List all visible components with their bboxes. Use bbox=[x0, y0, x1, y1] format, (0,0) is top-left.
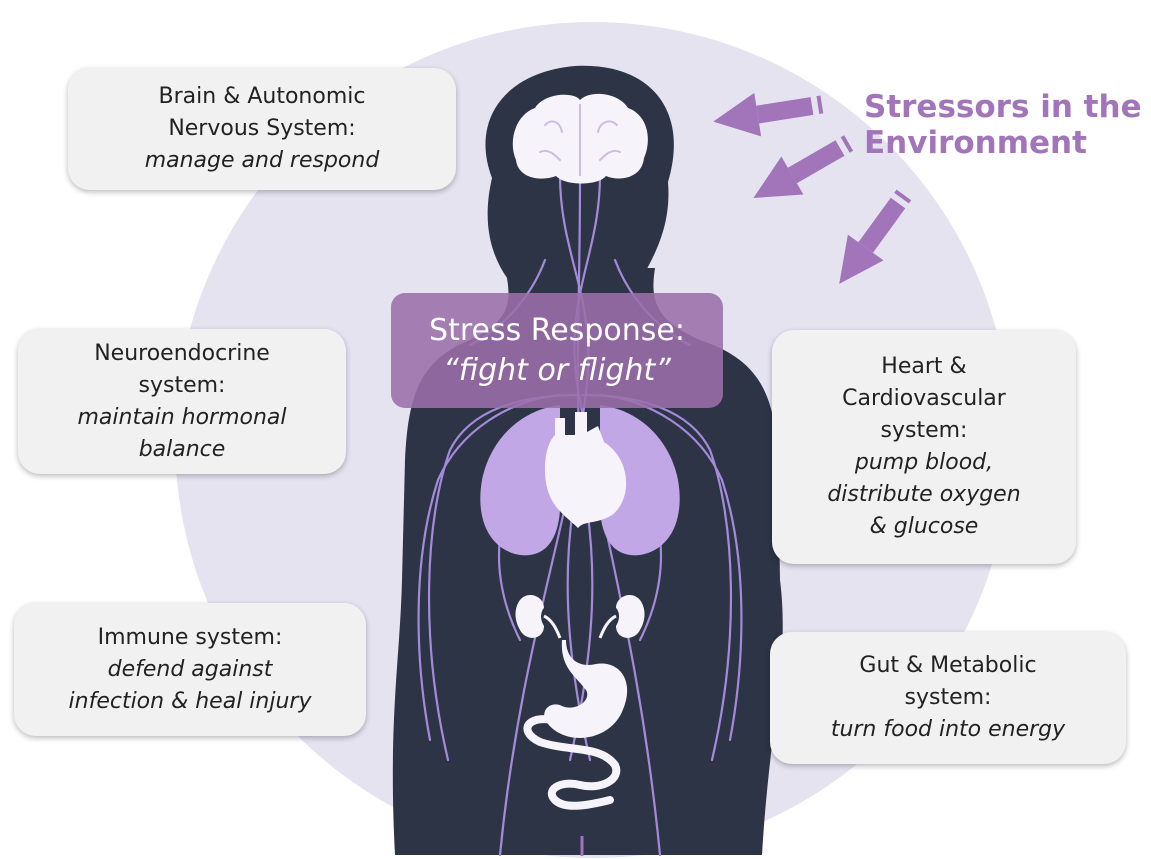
neuro-title-line-2: system: bbox=[139, 370, 226, 402]
gut-function: turn food into energy bbox=[831, 714, 1065, 746]
gut-title-line-2: system: bbox=[905, 682, 992, 714]
brain-nervous-system-box: Brain & Autonomic Nervous System: manage… bbox=[68, 68, 456, 190]
heart-function-line-2: distribute oxygen bbox=[827, 479, 1020, 511]
stress-response-title: Stress Response: bbox=[429, 311, 685, 351]
brain-title-line-2: Nervous System: bbox=[168, 113, 355, 145]
immune-title: Immune system: bbox=[98, 622, 283, 654]
stressors-label: Stressors in the Environment bbox=[864, 89, 1151, 161]
heart-title-line-1: Heart & bbox=[881, 351, 966, 383]
heart-title-line-3: system: bbox=[881, 415, 968, 447]
immune-system-box: Immune system: defend against infection … bbox=[14, 603, 366, 736]
brain-title-line-1: Brain & Autonomic bbox=[159, 81, 366, 113]
heart-function-line-3: & glucose bbox=[870, 511, 979, 543]
stressors-line-2: Environment bbox=[864, 125, 1151, 161]
brain-function: manage and respond bbox=[145, 145, 380, 177]
heart-function-line-1: pump blood, bbox=[855, 447, 993, 479]
neuro-function-line-2: balance bbox=[139, 434, 226, 466]
stressors-line-1: Stressors in the bbox=[864, 89, 1151, 125]
neuro-function-line-1: maintain hormonal bbox=[78, 402, 287, 434]
neuroendocrine-system-box: Neuroendocrine system: maintain hormonal… bbox=[18, 329, 346, 474]
gut-metabolic-box: Gut & Metabolic system: turn food into e… bbox=[770, 632, 1126, 764]
heart-cardiovascular-box: Heart & Cardiovascular system: pump bloo… bbox=[772, 330, 1076, 564]
stress-response-subtitle: “fight or flight” bbox=[443, 351, 671, 391]
immune-function-line-1: defend against bbox=[108, 654, 273, 686]
heart-title-line-2: Cardiovascular bbox=[842, 383, 1006, 415]
stress-response-box: Stress Response: “fight or flight” bbox=[391, 293, 723, 408]
immune-function-line-2: infection & heal injury bbox=[69, 686, 312, 718]
neuro-title-line-1: Neuroendocrine bbox=[94, 338, 270, 370]
gut-title-line-1: Gut & Metabolic bbox=[859, 650, 1036, 682]
